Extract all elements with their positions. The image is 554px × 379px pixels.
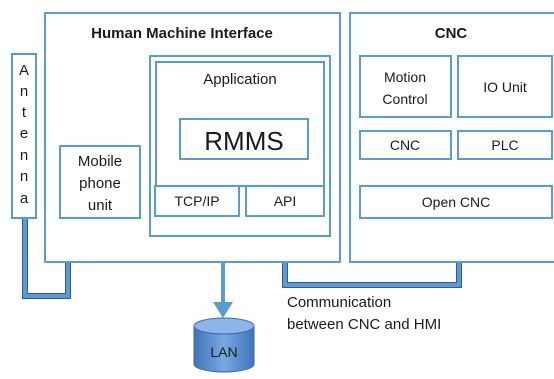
arrow-to-lan bbox=[213, 302, 233, 318]
antenna-letter: e bbox=[20, 125, 28, 142]
communication-line-2: between CNC and HMI bbox=[287, 316, 441, 333]
antenna-letter: n bbox=[20, 147, 28, 164]
open-cnc-label: Open CNC bbox=[422, 194, 490, 210]
application-label: Application bbox=[203, 71, 276, 88]
io-unit-box bbox=[457, 55, 553, 118]
tcpip-box bbox=[154, 185, 240, 217]
antenna-letter: A bbox=[19, 62, 29, 79]
rmms-box bbox=[179, 118, 309, 160]
plc-box bbox=[457, 130, 553, 160]
cnc-block-label: CNC bbox=[390, 137, 420, 153]
antenna-letter: t bbox=[22, 104, 27, 121]
antenna-letter: n bbox=[20, 168, 28, 185]
api-label: API bbox=[274, 193, 297, 209]
mobile-unit-line-1: Mobile bbox=[78, 153, 122, 170]
motion-control-line-2: Control bbox=[382, 91, 427, 107]
communication-line-1: Communication bbox=[287, 294, 391, 311]
cnc-block-box bbox=[359, 130, 452, 160]
hmi-title: Human Machine Interface bbox=[91, 25, 273, 42]
mobile-phone-unit-box bbox=[59, 145, 141, 219]
mobile-unit-line-2: phone bbox=[79, 175, 121, 192]
api-box bbox=[245, 185, 325, 217]
rmms-label: RMMS bbox=[204, 126, 283, 156]
lan-label: LAN bbox=[210, 344, 237, 360]
antenna-label: A n t e n n a bbox=[19, 62, 29, 207]
cnc-panel-title: CNC bbox=[435, 25, 468, 42]
motion-control-box bbox=[359, 55, 452, 118]
antenna-letter: a bbox=[20, 190, 29, 207]
io-unit-label: IO Unit bbox=[483, 79, 527, 95]
plc-label: PLC bbox=[491, 137, 518, 153]
tcpip-label: TCP/IP bbox=[174, 193, 219, 209]
lan-database-icon bbox=[193, 317, 255, 373]
antenna-box bbox=[11, 53, 37, 219]
mobile-unit-line-3: unit bbox=[88, 197, 113, 214]
motion-control-line-1: Motion bbox=[384, 69, 426, 85]
open-cnc-box bbox=[359, 185, 553, 219]
antenna-letter: n bbox=[20, 83, 28, 100]
